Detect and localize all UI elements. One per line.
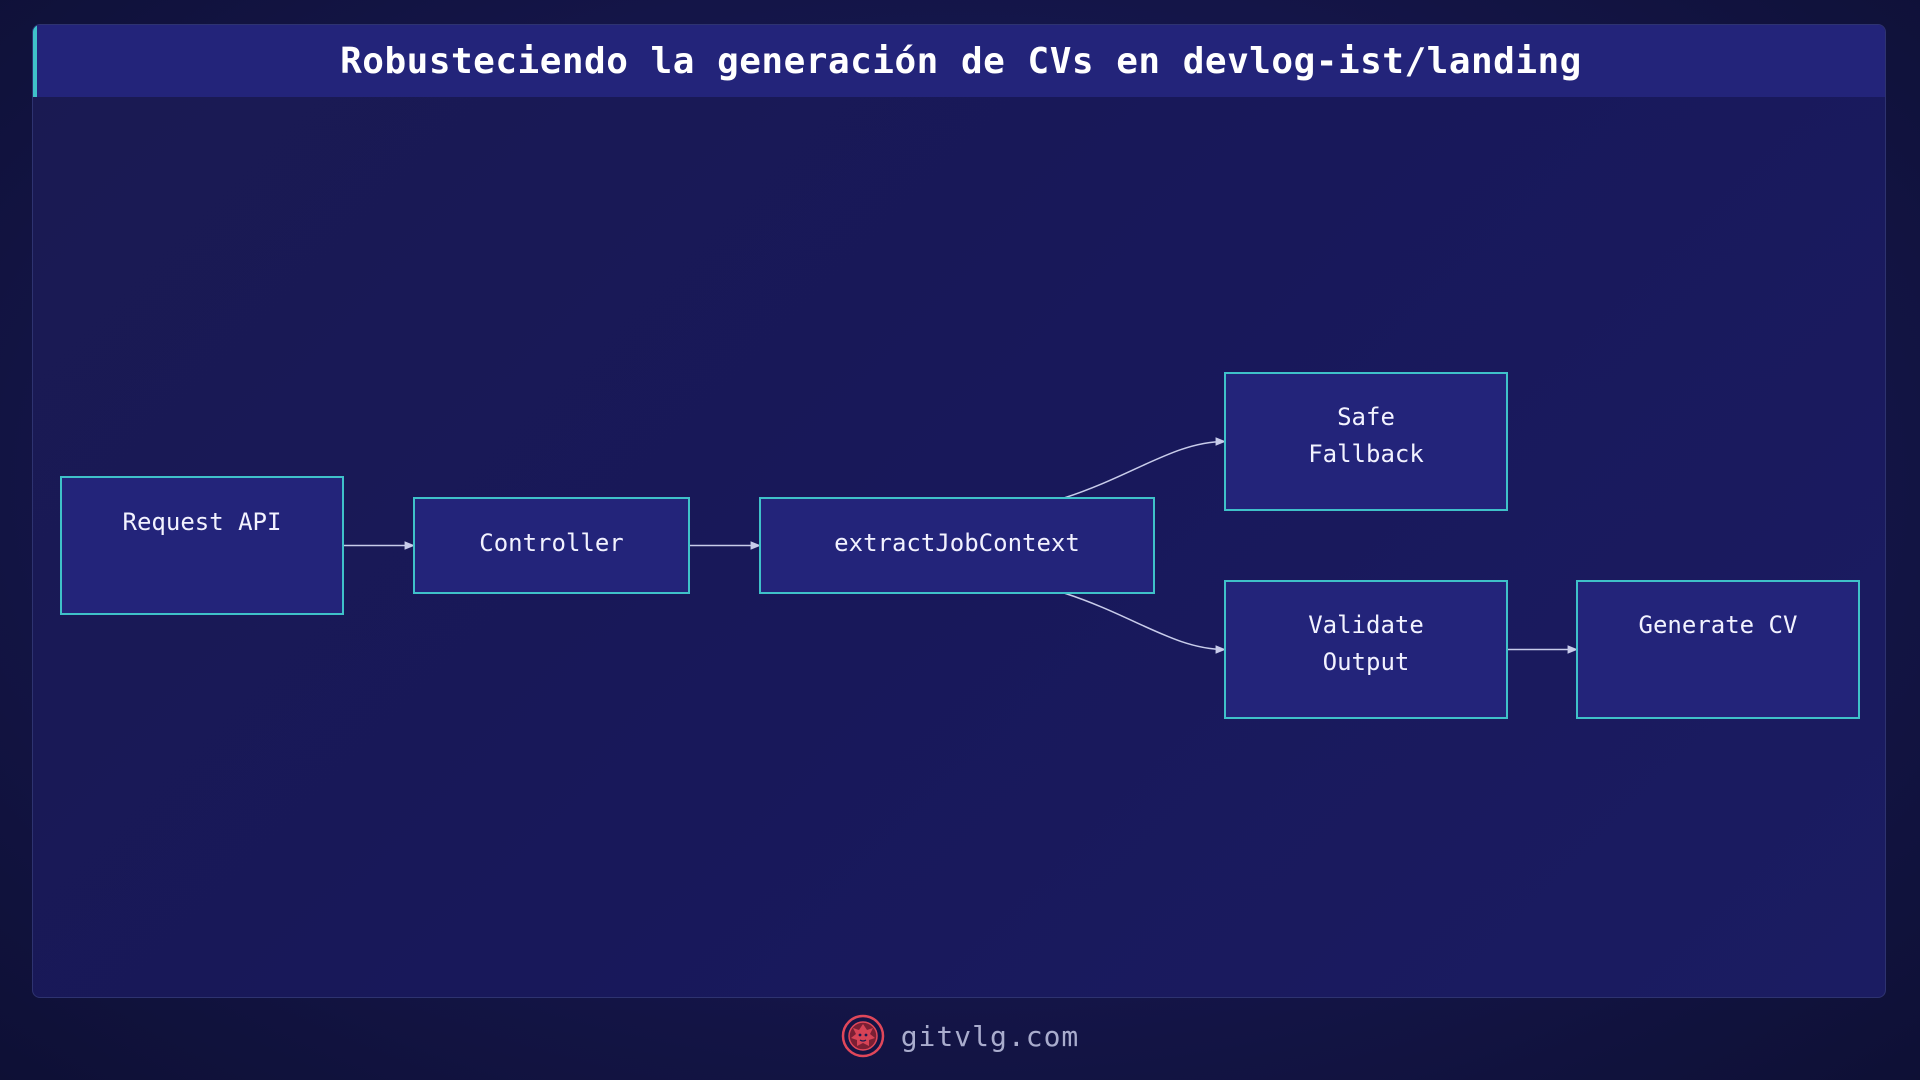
node-generate-cv: Generate CV bbox=[1576, 580, 1860, 719]
node-box bbox=[413, 497, 690, 594]
node-label: Request API bbox=[123, 508, 282, 536]
title-bar: Robusteciendo la generación de CVs en de… bbox=[33, 25, 1885, 97]
node-label: Generate CV bbox=[1639, 611, 1798, 639]
edges-layer bbox=[343, 437, 1579, 654]
node-request-api: Request API bbox=[60, 476, 344, 615]
node-label: Safe bbox=[1337, 403, 1395, 431]
node-controller: Controller bbox=[413, 497, 690, 594]
node-box bbox=[1224, 580, 1508, 719]
node-label: Validate bbox=[1308, 611, 1424, 639]
node-label: Output bbox=[1323, 648, 1410, 676]
node-label: Fallback bbox=[1308, 440, 1424, 468]
node-label: extractJobContext bbox=[834, 529, 1080, 557]
edge-extract-to-safe-fallback bbox=[1063, 437, 1227, 499]
node-box bbox=[1576, 580, 1860, 719]
node-label: Controller bbox=[479, 529, 624, 557]
nodes-layer: Request API Controller extractJobContext Sa… bbox=[60, 372, 1860, 719]
edge-extract-to-validate-output bbox=[1063, 592, 1227, 654]
footer: gitvlg.com bbox=[0, 1012, 1920, 1060]
lion-logo-icon bbox=[841, 1014, 884, 1058]
node-box bbox=[759, 497, 1155, 594]
node-extract: extractJobContext bbox=[759, 497, 1155, 594]
node-box bbox=[1224, 372, 1508, 511]
footer-site-label: gitvlg.com bbox=[900, 1019, 1080, 1053]
node-box bbox=[60, 476, 344, 615]
page-title: Robusteciendo la generación de CVs en de… bbox=[340, 40, 1582, 82]
